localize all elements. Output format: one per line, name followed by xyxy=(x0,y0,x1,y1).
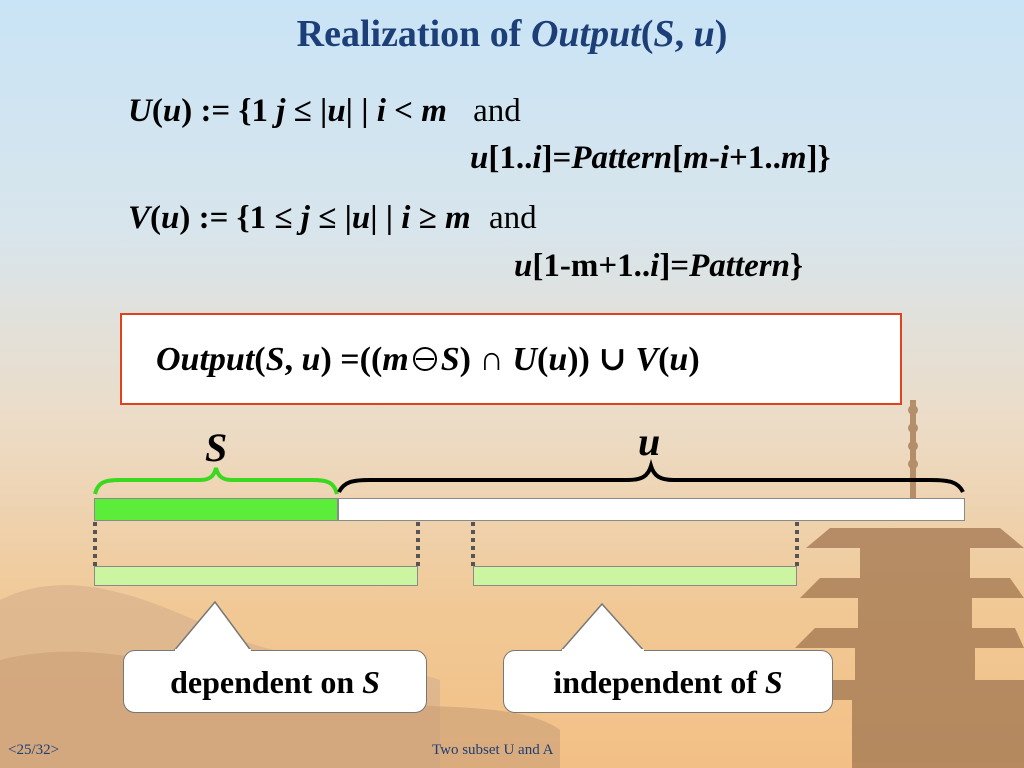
label-u: u xyxy=(638,419,661,464)
slide-title: Realization of Output(S, u) xyxy=(296,13,728,55)
sub-segment-dependent xyxy=(94,566,418,586)
callout-independent: independent of S xyxy=(503,650,833,713)
formula-u-line1: U(u) := {1 j ≤ |u| | i < m and xyxy=(128,93,521,129)
page-number: <25/32> xyxy=(8,742,60,758)
formula-u-line2: u[1..i]=Pattern[m-i+1..m]} xyxy=(470,140,831,176)
pointer-joint-left xyxy=(175,649,251,653)
label-S: S xyxy=(205,425,228,470)
formula-v-line2: u[1-m+1..i]=Pattern} xyxy=(514,248,803,284)
segment-S xyxy=(94,498,338,521)
sub-segment-independent xyxy=(473,566,797,586)
pointer-joint-right xyxy=(562,649,644,653)
formula-v-line1: V(u) := {1 ≤ j ≤ |u| | i ≥ m and xyxy=(128,200,537,236)
footer-caption: Two subset U and A xyxy=(432,742,554,758)
pagoda-icon xyxy=(790,400,1024,768)
circled-minus-icon xyxy=(412,347,437,371)
segment-u xyxy=(338,498,965,521)
callout-dependent: dependent on S xyxy=(123,650,427,713)
